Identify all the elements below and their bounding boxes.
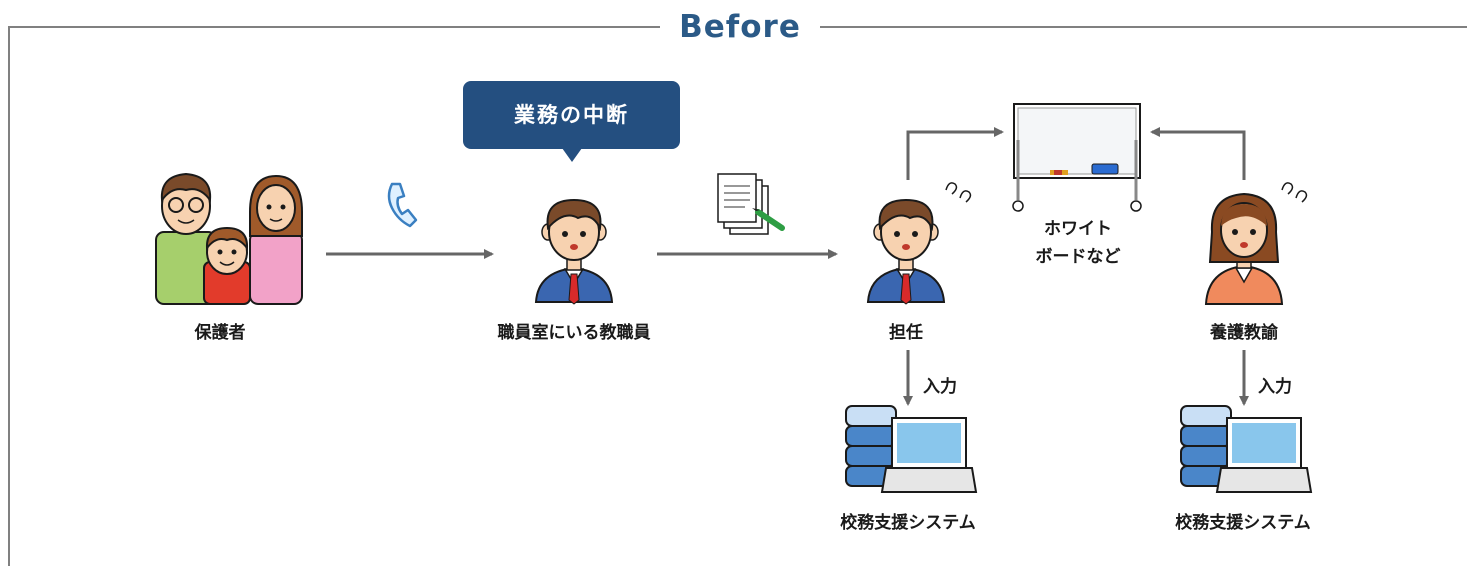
server-icon (1180, 405, 1232, 487)
laptop-icon (1215, 417, 1313, 493)
staff-illustration (535, 199, 613, 305)
label-homeroom: 担任 (889, 323, 923, 343)
school-system-illustration-1 (845, 405, 978, 493)
arrow-nurse-to-whiteboard (1150, 127, 1246, 180)
document-icon (717, 173, 785, 235)
label-guardian: 保護者 (194, 323, 246, 343)
label-input-1: 入力 (923, 377, 957, 397)
label-system-1: 校務支援システム (840, 513, 976, 533)
label-staff: 職員室にいる教職員 (497, 323, 651, 343)
diagram-title: Before (660, 8, 820, 46)
arrow-homeroom-to-whiteboard (906, 127, 1004, 180)
nurse-teacher-illustration (1204, 192, 1284, 305)
interruption-bubble: 業務の中断 (463, 81, 680, 149)
whiteboard-icon (1012, 103, 1142, 212)
diagram-graphics (155, 103, 1313, 493)
laptop-icon (880, 417, 978, 493)
label-whiteboard-2: ボードなど (1035, 247, 1121, 267)
phone-icon (387, 182, 418, 228)
homeroom-teacher-illustration (867, 199, 945, 305)
label-whiteboard-1: ホワイト (1044, 219, 1112, 239)
label-nurse: 養護教諭 (1210, 323, 1278, 343)
school-system-illustration-2 (1180, 405, 1313, 493)
label-input-2: 入力 (1258, 377, 1292, 397)
server-icon (845, 405, 897, 487)
worry-mark-icon (945, 182, 972, 203)
label-system-2: 校務支援システム (1175, 513, 1311, 533)
guardian-family-illustration (155, 172, 303, 305)
worry-mark-icon (1281, 182, 1308, 203)
bubble-tail (562, 148, 582, 162)
